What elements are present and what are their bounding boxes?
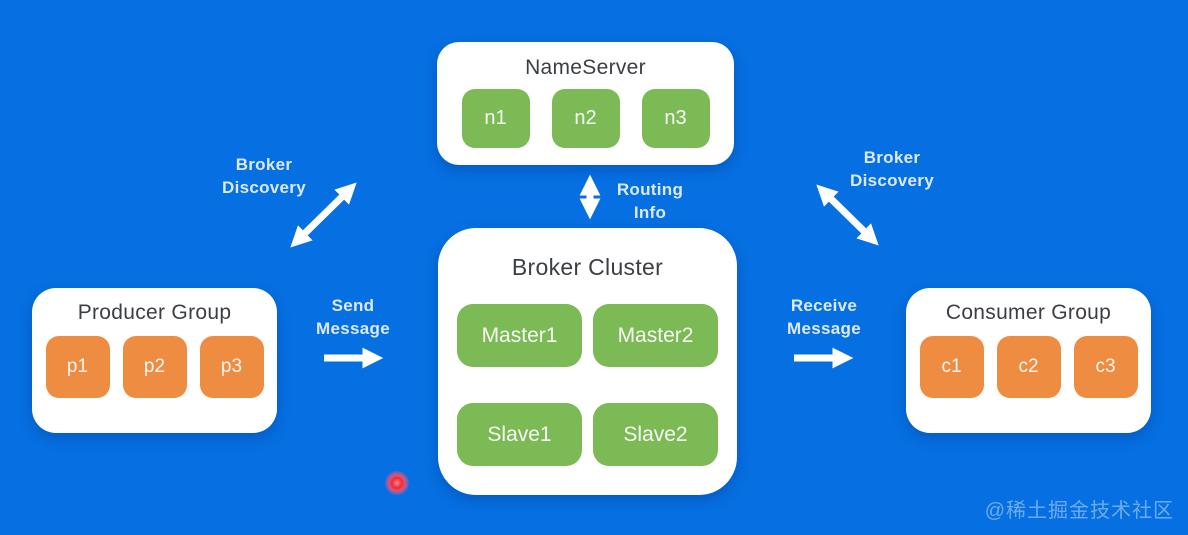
broker-cluster-nodes-grid: Master1 Master2 Slave1 Slave2: [457, 304, 718, 466]
nameserver-title: NameServer: [525, 56, 646, 79]
broker-discovery-right-arrow: [816, 184, 879, 246]
nameserver-nodes-row: n1 n2 n3: [461, 89, 710, 148]
label-line: Broker: [235, 155, 293, 174]
consumer-group-title: Consumer Group: [945, 301, 1112, 324]
node-slave2: Slave2: [593, 403, 718, 466]
send-message-label: Send Message: [313, 294, 393, 340]
consumer-nodes-row: c1 c2 c3: [919, 336, 1138, 398]
label-line: Routing: [616, 180, 684, 199]
label-line: Message: [787, 319, 861, 338]
label-line: Discovery: [850, 171, 934, 190]
receive-message-label: Receive Message: [782, 294, 866, 340]
node-slave1: Slave1: [457, 403, 582, 466]
node-master1: Master1: [457, 304, 582, 367]
node-c1: c1: [919, 336, 984, 398]
node-master2: Master2: [593, 304, 718, 367]
broker-discovery-left-label: Broker Discovery: [204, 153, 324, 199]
broker-discovery-left-arrow: [290, 182, 357, 248]
label-line: Receive: [790, 296, 858, 315]
producer-group-title: Producer Group: [77, 301, 232, 324]
node-n1: n1: [461, 89, 530, 148]
broker-cluster-box: Broker Cluster Master1 Master2 Slave1 Sl…: [438, 228, 737, 495]
broker-discovery-right-label: Broker Discovery: [832, 146, 952, 192]
label-line: Message: [316, 319, 390, 338]
node-p2: p2: [122, 336, 187, 398]
label-line: Broker: [863, 148, 921, 167]
node-p3: p3: [199, 336, 264, 398]
node-n2: n2: [551, 89, 620, 148]
node-c3: c3: [1073, 336, 1138, 398]
label-line: Send: [331, 296, 375, 315]
watermark: @稀土掘金技术社区: [984, 500, 1174, 522]
laser-pointer-dot: [385, 471, 409, 495]
node-n3: n3: [641, 89, 710, 148]
nameserver-box: NameServer n1 n2 n3: [437, 42, 734, 165]
label-line: Info: [633, 203, 667, 222]
routing-info-label: Routing Info: [606, 178, 694, 224]
producer-nodes-row: p1 p2 p3: [45, 336, 264, 398]
producer-group-box: Producer Group p1 p2 p3: [32, 288, 277, 433]
label-line: Discovery: [222, 178, 306, 197]
consumer-group-box: Consumer Group c1 c2 c3: [906, 288, 1151, 433]
node-c2: c2: [996, 336, 1061, 398]
broker-cluster-title: Broker Cluster: [511, 254, 664, 280]
node-p1: p1: [45, 336, 110, 398]
